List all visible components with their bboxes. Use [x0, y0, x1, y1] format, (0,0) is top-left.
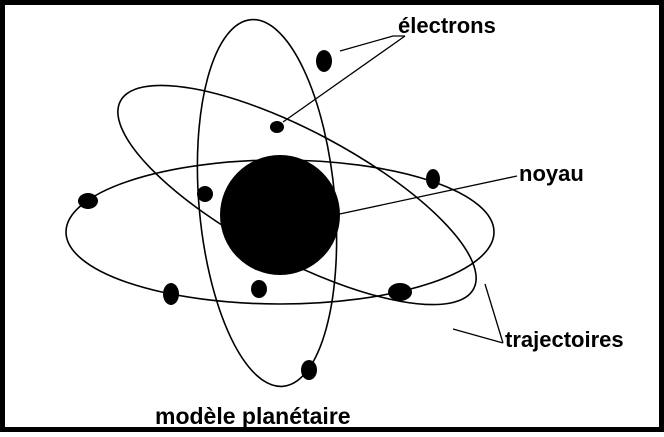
electron — [316, 50, 332, 72]
electron — [270, 121, 284, 133]
label-trajectories: trajectoires — [505, 327, 624, 352]
pointer-line-electrons — [282, 35, 406, 123]
electron — [163, 283, 179, 305]
electron — [251, 280, 267, 298]
diagram-caption: modèle planétaire — [155, 403, 351, 429]
electron — [301, 360, 317, 380]
label-nucleus: noyau — [519, 161, 584, 186]
pointer-line-trajectories — [484, 283, 504, 344]
electron — [197, 186, 213, 202]
label-electrons: électrons — [398, 13, 496, 38]
atom-diagram — [65, 18, 518, 388]
pointer-line-nucleus — [334, 175, 518, 216]
pointer-line-electrons — [339, 35, 405, 52]
electron — [388, 283, 412, 301]
nucleus — [220, 155, 340, 275]
electron — [78, 193, 98, 209]
pointer-line-trajectories — [452, 328, 504, 344]
electron — [426, 169, 440, 189]
